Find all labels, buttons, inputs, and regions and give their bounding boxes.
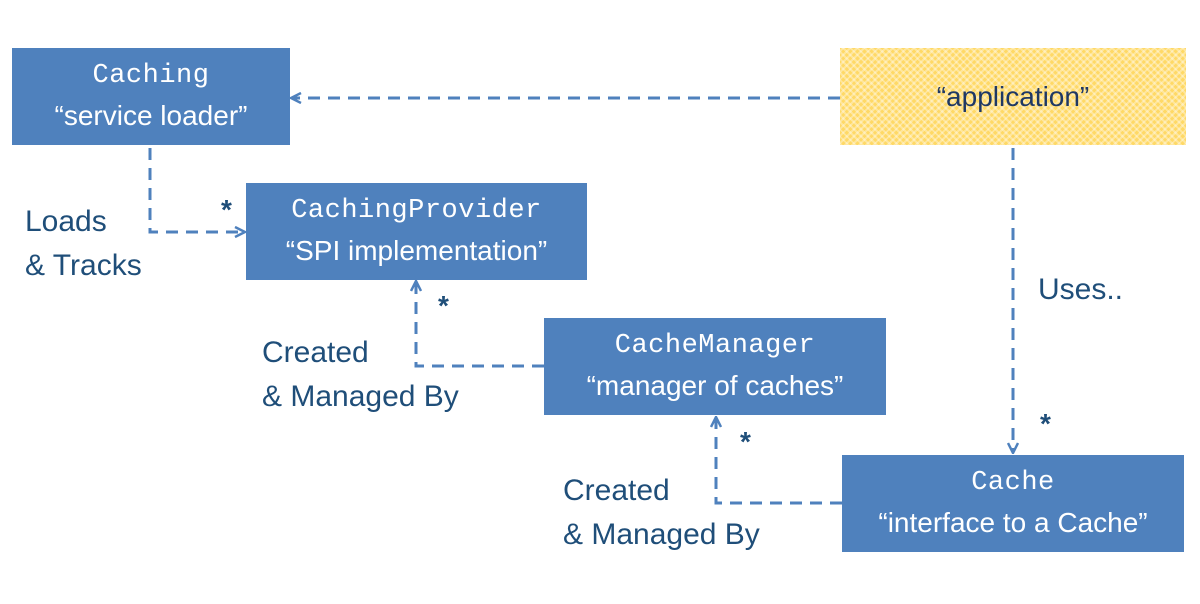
- loads-label-line1: Loads: [25, 205, 107, 238]
- application-label: “application”: [936, 80, 1090, 112]
- caching-provider-description: “SPI implementation”: [285, 234, 548, 266]
- manager-created-label-line2: & Managed By: [563, 517, 760, 551]
- loads-label-line2: & Tracks: [25, 248, 142, 282]
- loads-tracks-arrow: [148, 148, 244, 232]
- manager-created-label-line1: Created: [563, 474, 670, 507]
- application-box: “application”: [840, 48, 1186, 145]
- manager-up-multiplicity: *: [740, 426, 751, 457]
- cache-box: Cache “interface to a Cache”: [842, 455, 1184, 552]
- cache-multiplicity: *: [1040, 408, 1051, 439]
- caching-provider-box: CachingProvider “SPI implementation”: [246, 183, 587, 280]
- provider-multiplicity: *: [221, 194, 232, 225]
- cache-manager-description: “manager of caches”: [586, 369, 844, 401]
- caching-description: “service loader”: [54, 99, 248, 131]
- provider-up-multiplicity: *: [438, 290, 449, 321]
- manager-created-managed-label: Created & Managed By: [563, 469, 760, 556]
- uses-label: Uses..: [1038, 273, 1124, 306]
- cache-manager-box: CacheManager “manager of caches”: [544, 318, 886, 415]
- caching-provider-class-name: CachingProvider: [291, 196, 542, 227]
- manager-to-provider-arrow: [416, 282, 544, 368]
- loads-tracks-label: Loads & Tracks: [25, 200, 142, 287]
- provider-created-label-line2: & Managed By: [262, 379, 459, 413]
- provider-created-label-line1: Created: [262, 336, 369, 369]
- cache-manager-class-name: CacheManager: [614, 331, 816, 362]
- cache-to-manager-arrow: [716, 418, 842, 505]
- cache-class-name: Cache: [971, 468, 1055, 499]
- caching-box: Caching “service loader”: [12, 48, 290, 145]
- provider-created-managed-label: Created & Managed By: [262, 331, 459, 418]
- cache-description: “interface to a Cache”: [878, 506, 1148, 538]
- caching-class-name: Caching: [92, 61, 210, 92]
